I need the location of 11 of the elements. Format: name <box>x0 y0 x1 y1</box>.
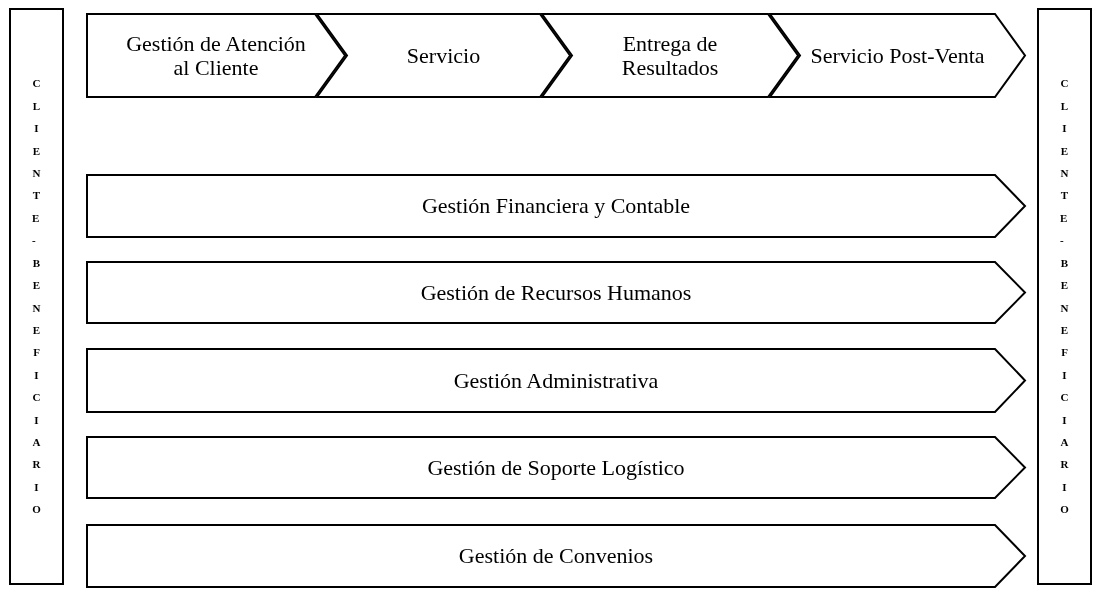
side-panel <box>9 8 64 585</box>
process-label: Gestión de Atención al Cliente <box>125 31 307 80</box>
vertical-label: CLIENTE - BENEFICIARIO <box>1059 76 1079 518</box>
process-label: Servicio Post-Venta <box>809 43 986 68</box>
process-label: Gestión de Recursos Humanos <box>419 280 693 305</box>
process-label: Gestión Financiera y Contable <box>420 194 692 218</box>
process-label: Gestión de Convenios <box>457 544 655 568</box>
side-panel <box>1037 8 1092 585</box>
process-label: Gestión de Soporte Logístico <box>426 455 686 480</box>
process-label: Gestión Administrativa <box>452 368 660 393</box>
vertical-label: CLIENTE - BENEFICIARIO <box>31 76 51 518</box>
